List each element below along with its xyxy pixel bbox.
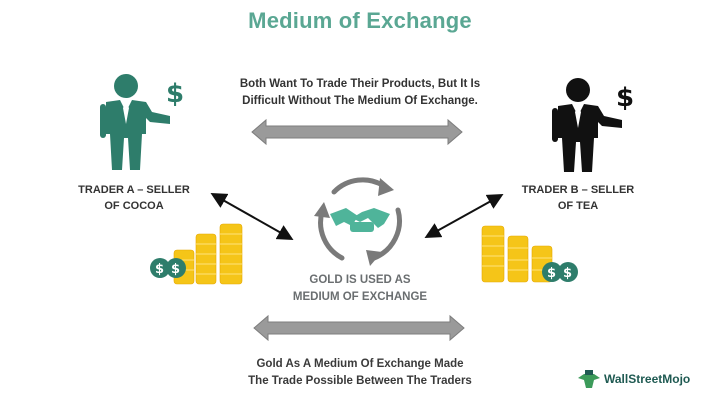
top-double-arrow-icon (251, 118, 463, 146)
trader-b-gold-coins-icon: $ $ (481, 225, 578, 283)
svg-text:$: $ (155, 262, 164, 277)
svg-text:$: $ (171, 262, 180, 277)
trader-b-label-line2: OF TEA (557, 200, 599, 212)
top-caption-line2: Difficult Without The Medium Of Exchange… (242, 95, 478, 107)
top-caption-line1: Both Want To Trade Their Products, But I… (239, 78, 481, 90)
trader-a-label-line2: OF COCOA (104, 200, 164, 212)
top-caption: Both Want To Trade Their Products, But I… (200, 76, 520, 110)
trader-b-label: TRADER B – SELLER OF TEA (508, 182, 648, 214)
svg-text:$: $ (166, 79, 184, 109)
center-label: GOLD IS USED AS MEDIUM OF EXCHANGE (270, 272, 450, 306)
trader-a-label: TRADER A – SELLER OF COCOA (64, 182, 204, 214)
center-label-line1: GOLD IS USED AS (309, 274, 411, 286)
trader-b-label-line1: TRADER B – SELLER (521, 184, 635, 196)
bottom-caption-line1: Gold As A Medium Of Exchange Made (256, 358, 464, 370)
svg-text:$: $ (563, 266, 572, 281)
trader-a-gold-coins-icon: $ $ (150, 223, 243, 285)
svg-text:$: $ (616, 83, 634, 113)
bottom-caption-line2: The Trade Possible Between The Traders (248, 375, 472, 387)
center-label-line2: MEDIUM OF EXCHANGE (292, 291, 428, 303)
trader-b-businessman-icon: $ (552, 78, 634, 172)
trader-a-label-line1: TRADER A – SELLER (78, 184, 190, 196)
logo-text: WallStreetMojo (604, 372, 691, 386)
bottom-caption: Gold As A Medium Of Exchange Made The Tr… (220, 356, 500, 390)
bottom-double-arrow-icon (253, 314, 465, 342)
diagram-title: Medium of Exchange (248, 8, 472, 33)
bull-logo-icon (578, 370, 600, 388)
handshake-cycle-icon (314, 177, 402, 266)
svg-text:$: $ (547, 266, 556, 281)
trader-a-businessman-icon: $ (100, 74, 184, 170)
wallstreetmojo-logo: WallStreetMojo (578, 368, 690, 390)
